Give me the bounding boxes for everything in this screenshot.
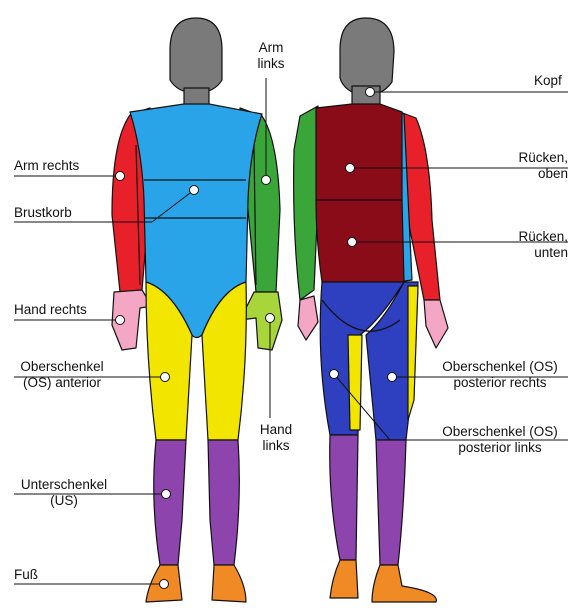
- label-kopf: Kopf: [534, 73, 562, 89]
- label-oberschenkel-anterior: Oberschenkel (OS) anterior: [14, 359, 110, 391]
- label-unterschenkel: Unterschenkel (US): [14, 477, 114, 509]
- front-foot-left: [212, 565, 246, 602]
- back-hand-left: [298, 296, 318, 340]
- back-lower: [316, 200, 404, 282]
- label-brustkorb: Brustkorb: [14, 205, 72, 221]
- label-ruecken-unten: Rücken, unten: [490, 229, 568, 261]
- label-fuss: Fuß: [14, 567, 38, 583]
- front-lowerleg-left: [208, 440, 239, 565]
- label-ruecken-oben: Rücken, oben: [490, 150, 568, 182]
- label-arm-rechts: Arm rechts: [14, 158, 79, 174]
- back-hand-right: [424, 300, 448, 348]
- label-os-posterior-rechts: Oberschenkel (OS) posterior rechts: [432, 359, 568, 391]
- front-head: [170, 18, 222, 94]
- back-body-figure: [294, 18, 448, 602]
- back-head: [340, 18, 394, 96]
- back-lowerleg-left: [330, 435, 358, 560]
- label-hand-links: Hand links: [256, 422, 296, 454]
- back-thigh-side-right: [408, 286, 418, 420]
- label-os-posterior-links: Oberschenkel (OS) posterior links: [432, 424, 568, 456]
- front-body-figure: [112, 18, 282, 602]
- back-thigh-side-left: [348, 335, 362, 430]
- back-upper: [316, 104, 402, 200]
- back-foot-left: [330, 560, 358, 598]
- back-lowerleg-right: [376, 440, 406, 565]
- label-arm-links: Arm links: [254, 40, 288, 72]
- label-hand-rechts: Hand rechts: [14, 302, 87, 318]
- back-arm-left: [294, 106, 318, 300]
- front-lowerleg-right: [154, 440, 186, 565]
- back-foot-right: [372, 565, 436, 602]
